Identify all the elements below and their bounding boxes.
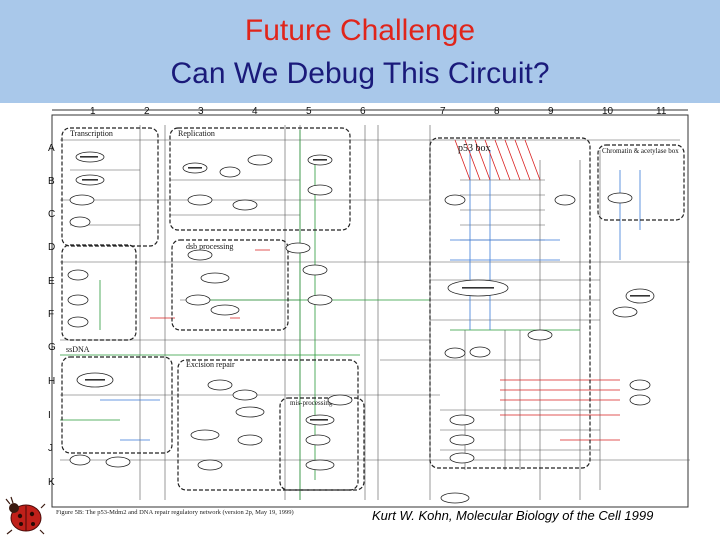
- column-label: 1: [90, 106, 96, 117]
- column-label: 9: [548, 106, 554, 117]
- box-label: Excision repair: [186, 360, 235, 369]
- box-label: Chromatin & acetylase box: [602, 147, 679, 155]
- column-label: 6: [360, 106, 366, 117]
- mis-processing-box: [279, 397, 365, 491]
- title-band: [0, 0, 720, 103]
- row-label: I: [48, 410, 51, 421]
- column-label: 11: [656, 106, 667, 117]
- row-label: K: [48, 477, 55, 488]
- column-label: 2: [144, 106, 150, 117]
- row-label: C: [48, 209, 55, 220]
- chromatin-box: [597, 144, 685, 221]
- box-label: ssDNA: [66, 345, 90, 354]
- replication-box: [169, 127, 351, 231]
- column-label: 3: [198, 106, 204, 117]
- column-label: 7: [440, 106, 446, 117]
- row-label: E: [48, 276, 55, 287]
- box-label: mis-processing: [290, 399, 333, 407]
- red-wires: [150, 139, 620, 441]
- row-label: B: [48, 176, 55, 187]
- box-label: Replication: [178, 129, 215, 138]
- blue-wires: [100, 150, 641, 441]
- row-label: G: [48, 342, 56, 353]
- row-label: F: [48, 309, 54, 320]
- box-label: Transcription: [70, 129, 113, 138]
- slide-subtitle: Can We Debug This Circuit?: [170, 57, 550, 90]
- row-label: A: [48, 143, 55, 154]
- node-text-marks: [80, 156, 650, 421]
- box-label: dsb processing: [186, 242, 233, 251]
- row-label: D: [48, 242, 55, 253]
- column-label: 8: [494, 106, 500, 117]
- diagram-caption: Figure 5B: The p53-Mdm2 and DNA repair r…: [56, 509, 294, 516]
- column-label: 10: [602, 106, 614, 117]
- ssdna-box: [61, 356, 173, 454]
- slide-title: Future Challenge: [244, 14, 476, 47]
- figure-frame: [51, 114, 689, 508]
- module-boxes: [61, 127, 685, 491]
- excision-repair-box: [177, 359, 359, 491]
- dsb-processing-box: [171, 239, 289, 331]
- column-label: 4: [252, 106, 258, 117]
- column-label: 5: [306, 106, 312, 117]
- row-label: H: [48, 376, 55, 387]
- p53-box: [429, 137, 591, 469]
- row-label: J: [48, 443, 53, 454]
- box-label: p53 box: [458, 143, 491, 154]
- ladybug-icon: [5, 496, 46, 535]
- citation: Kurt W. Kohn, Molecular Biology of the C…: [372, 508, 654, 523]
- transcription-box: [61, 127, 159, 247]
